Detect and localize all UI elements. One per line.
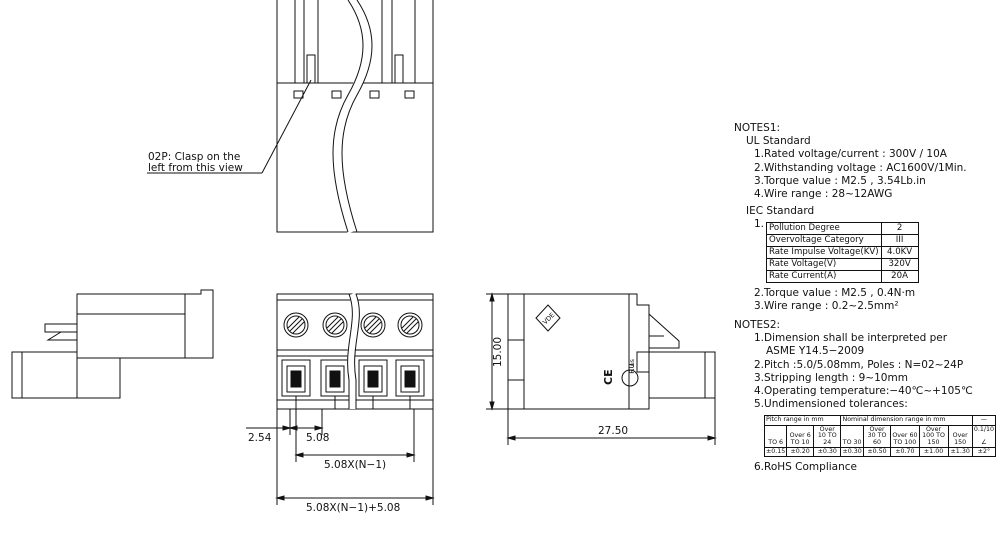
dim-total: 5.08X(N−1)+5.08 <box>306 502 400 514</box>
notes2-item-5: 5.Undimensioned tolerances: <box>754 398 908 411</box>
clasp-note-line1: 02P: Clasp on the <box>148 151 240 163</box>
left-side-view <box>11 289 214 399</box>
iec-label: Rate Current(A) <box>766 269 882 283</box>
tol-pitch-val: ±0.15 <box>763 447 788 458</box>
tol-pitch-col: TO 6 <box>763 424 788 449</box>
vde-mark-icon <box>535 304 561 332</box>
notes2-title: NOTES2: <box>734 319 781 332</box>
ul-item-4: 4.Wire range : 28~12AWG <box>754 188 893 201</box>
wire-entry <box>395 359 425 409</box>
iec-value: 20A <box>880 269 919 283</box>
front-view: 2.54 5.08 5.08X(N−1) 5.08X(N−1)+5.08 <box>246 292 435 514</box>
tol-nominal-col: Over 150 <box>947 424 973 449</box>
iec-label: Overvoltage Category <box>766 233 882 247</box>
tol-nominal-val: ±1.30 <box>947 447 973 458</box>
tol-pitch-col: Over 6 TO 10 <box>786 424 814 449</box>
iec-row: Rate Impulse Voltage(KV)4.0KV <box>766 245 919 259</box>
dim-2-54: 2.54 <box>248 432 272 444</box>
notes2-item-1a: 1.Dimension shall be interpreted per <box>754 332 948 345</box>
tol-nominal-val: ±0.30 <box>840 447 864 458</box>
dim-depth: 27.50 <box>598 425 628 437</box>
notes2-item-1b: ASME Y14.5−2009 <box>766 345 865 358</box>
right-side-view: VDE CE ʀᴜ us 15.00 27.50 <box>486 292 717 445</box>
ul-item-2: 2.Withstanding voltage : AC1600V/1Min. <box>754 161 967 174</box>
left-view-clasp <box>44 323 77 333</box>
tol-nominal-val: ±0.70 <box>890 447 920 458</box>
ul-standard-title: UL Standard <box>746 135 811 148</box>
iec-item-1-num: 1. <box>754 218 765 231</box>
ce-mark: CE <box>602 369 615 385</box>
screw-head <box>322 312 348 338</box>
top-view-break-line <box>332 0 364 233</box>
iec-item-3: 3.Wire range : 0.2~2.5mm² <box>754 299 899 312</box>
notes2-item-6: 6.RoHS Compliance <box>754 461 857 474</box>
iec-label: Rate Impulse Voltage(KV) <box>766 245 882 259</box>
tol-nominal-col: Over 100 TO 150 <box>918 424 949 449</box>
tol-nominal-col: TO 30 <box>840 424 864 449</box>
notes2-item-2: 2.Pitch :5.0/5.08mm, Poles : N=02~24P <box>754 358 964 371</box>
dim-5-08: 5.08 <box>306 432 329 444</box>
iec-row: Rate Current(A)20A <box>766 269 919 283</box>
ul-item-3: 3.Torque value : M2.5 , 3.54Lb.in <box>754 174 926 187</box>
tolerance-table: Pitch range in mm Nominal dimension rang… <box>763 415 997 458</box>
clasp-note-line2: left from this view <box>148 162 243 174</box>
wire-entry <box>320 359 350 409</box>
dim-height: 15.00 <box>492 337 504 367</box>
wire-entry <box>281 359 311 409</box>
front-view-break-line <box>347 293 353 409</box>
tol-nominal-header: Nominal dimension range in mm <box>840 415 973 426</box>
top-view-clasp-slot <box>306 54 316 84</box>
tol-pitch-val: ±0.30 <box>812 447 842 458</box>
tol-angle-sym: ∠ <box>981 438 987 446</box>
iec-label: Pollution Degree <box>766 221 882 235</box>
us-mark-text: us <box>629 359 636 366</box>
notes2-item-3: 3.Stripping length : 9~10mm <box>754 371 908 384</box>
notes-panel: NOTES1: UL Standard 1.Rated voltage/curr… <box>734 122 997 475</box>
right-view-body <box>507 293 650 410</box>
wire-entry <box>358 359 388 409</box>
notes2-item-4: 4.Operating temperature:−40℃~+105℃ <box>754 385 973 398</box>
left-view-body <box>76 289 214 359</box>
tol-pitch-header: Pitch range in mm <box>763 415 842 426</box>
iec-value: III <box>880 233 919 247</box>
right-view-plug <box>648 351 716 399</box>
tol-nominal-col: Over 30 TO 60 <box>862 424 892 449</box>
iec-item-2: 2.Torque value : M2.5 , 0.4N·m <box>754 286 916 299</box>
tol-pitch-col: Over 10 TO 24 <box>812 424 842 449</box>
tol-nominal-val: ±0.50 <box>862 447 892 458</box>
wire-entry-row <box>281 359 425 409</box>
tol-nominal-col: Over 60 TO 100 <box>890 424 920 449</box>
ul-item-1: 1.Rated voltage/current : 300V / 10A <box>754 148 947 161</box>
notes1-title: NOTES1: <box>734 122 781 134</box>
screw-head <box>360 312 386 338</box>
tol-angle-val: ±2° <box>971 447 997 458</box>
tol-sym-header: — <box>971 415 997 426</box>
clasp-leader-line <box>261 79 312 174</box>
top-view: 02P: Clasp on the left from this view <box>147 0 434 234</box>
front-view-break-gap <box>347 292 359 409</box>
iec-value: 2 <box>880 221 919 235</box>
tol-nominal-val: ±1.00 <box>918 447 949 458</box>
screw-head <box>283 312 309 338</box>
tol-angle-header: 0.1/10 <box>973 425 994 433</box>
iec-standard-title: IEC Standard <box>746 205 815 218</box>
tol-pitch-val: ±0.20 <box>786 447 814 458</box>
right-view-clasp <box>648 313 680 349</box>
iec-value: 4.0KV <box>880 245 919 259</box>
dim-pitch-n: 5.08X(N−1) <box>324 459 386 471</box>
left-view-plug <box>11 351 78 399</box>
screw-row <box>283 312 423 338</box>
screw-head <box>397 312 423 338</box>
top-view-outline <box>276 0 434 233</box>
ul-mark-icon <box>621 369 639 387</box>
iec-row: Rate Voltage(V)320V <box>766 257 919 271</box>
top-view-break-gap <box>332 0 372 234</box>
ul-mark-text: ʀᴜ <box>627 363 637 374</box>
iec-label: Rate Voltage(V) <box>766 257 882 271</box>
iec-value: 320V <box>880 257 919 271</box>
